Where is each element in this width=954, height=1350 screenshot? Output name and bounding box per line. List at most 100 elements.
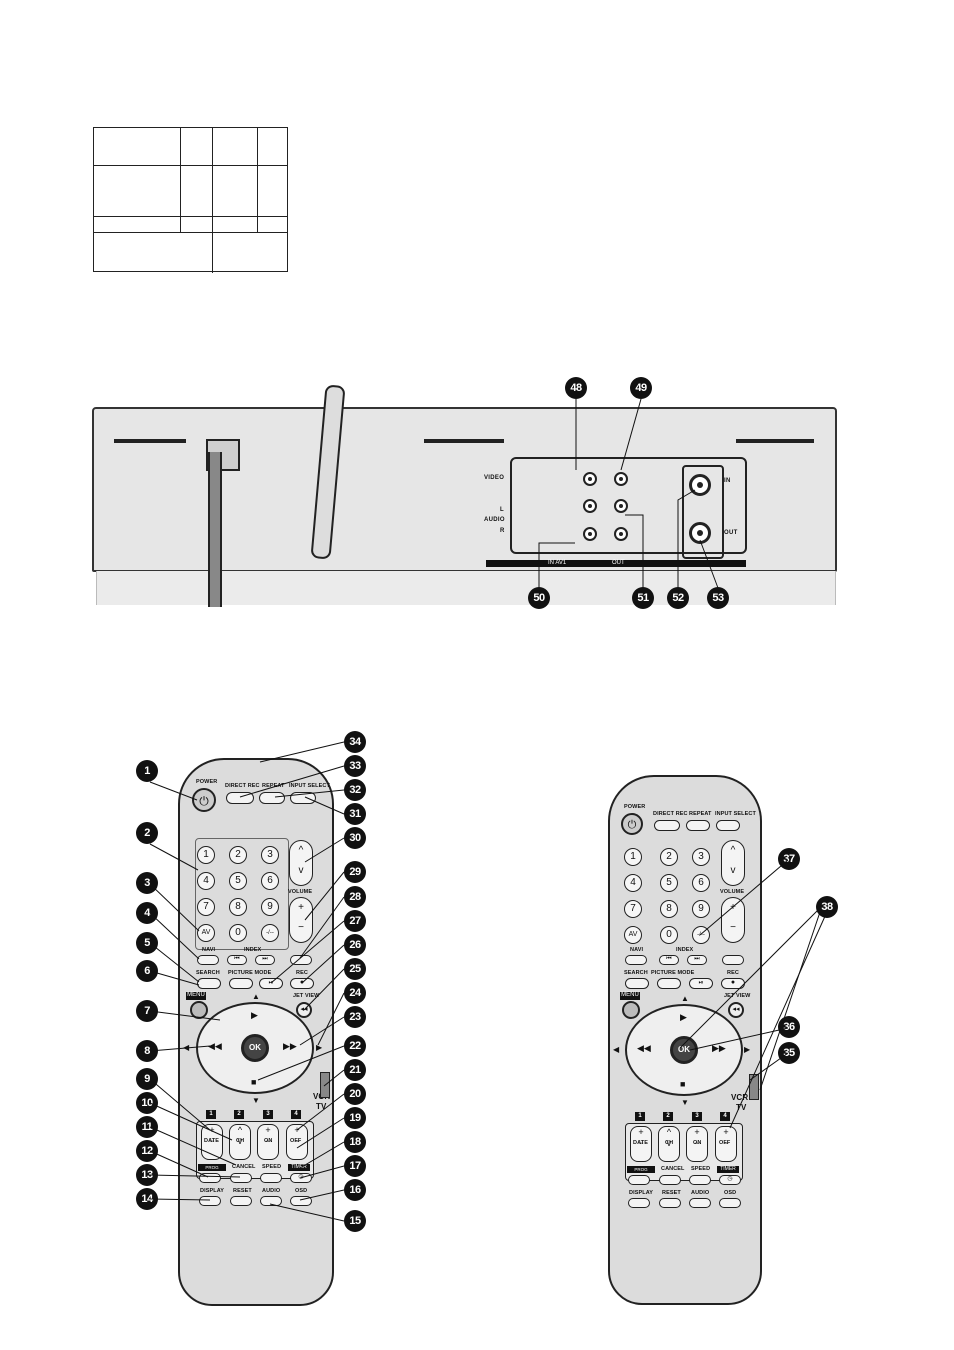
digit-6-button-r[interactable]: 6: [692, 874, 710, 892]
av-button-r[interactable]: AV: [624, 926, 642, 944]
up-arrow-icon-r[interactable]: ▲: [681, 994, 689, 1003]
index-prev-button[interactable]: ⏮: [227, 955, 247, 965]
fast-forward-icon-r[interactable]: ▶▶: [712, 1043, 726, 1053]
channel-updown-button[interactable]: ^v: [289, 840, 313, 886]
stop-icon-r[interactable]: ■: [680, 1079, 686, 1089]
digit-1-button-r[interactable]: 1: [624, 848, 642, 866]
video-out-jack[interactable]: [614, 472, 628, 486]
digit-8-button[interactable]: 8: [229, 898, 247, 916]
osd-button[interactable]: [290, 1196, 312, 1206]
speed-button[interactable]: [260, 1173, 282, 1183]
menu-button[interactable]: [190, 1001, 208, 1019]
repeat-button-r[interactable]: [686, 820, 710, 831]
cancel-button[interactable]: [230, 1173, 252, 1183]
search-button-r[interactable]: [625, 978, 649, 989]
digit-7-button[interactable]: 7: [197, 898, 215, 916]
timer-button-r[interactable]: ◷: [719, 1175, 741, 1185]
picture-mode-button[interactable]: [229, 978, 253, 989]
audio-l-in-jack[interactable]: [583, 499, 597, 513]
reset-button[interactable]: [230, 1196, 252, 1206]
right-arrow-icon[interactable]: ▶: [316, 1043, 323, 1052]
display-button-r[interactable]: [628, 1198, 650, 1208]
prog-check-button-r[interactable]: [628, 1175, 650, 1185]
off-button[interactable]: +−: [286, 1124, 308, 1160]
speed-button-r[interactable]: [689, 1175, 711, 1185]
audio-button[interactable]: [260, 1196, 282, 1206]
index-next-button-r[interactable]: ⏭: [687, 955, 707, 965]
fast-forward-icon[interactable]: ▶▶: [283, 1041, 297, 1051]
index-next-button[interactable]: ⏭: [255, 955, 275, 965]
right-arrow-icon-r[interactable]: ▶: [744, 1045, 751, 1054]
index-label: INDEX: [244, 947, 262, 953]
play-pause-button-r[interactable]: ⏯: [689, 978, 713, 989]
on-button-r[interactable]: +−: [686, 1126, 708, 1162]
audio-r-in-jack[interactable]: [583, 527, 597, 541]
audio-button-r[interactable]: [689, 1198, 711, 1208]
video-in-jack[interactable]: [583, 472, 597, 486]
rf-out-jack[interactable]: [689, 522, 711, 544]
digit-4-button-r[interactable]: 4: [624, 874, 642, 892]
dash-button[interactable]: -/--: [261, 924, 279, 942]
play-icon[interactable]: ▶: [251, 1010, 258, 1020]
digit-9-button[interactable]: 9: [261, 898, 279, 916]
digit-2-button-r[interactable]: 2: [660, 848, 678, 866]
osd-button-r[interactable]: [719, 1198, 741, 1208]
reset-button-r[interactable]: [659, 1198, 681, 1208]
digit-5-button-r[interactable]: 5: [660, 874, 678, 892]
digit-0-button-r[interactable]: 0: [660, 926, 678, 944]
digit-7-button-r[interactable]: 7: [624, 900, 642, 918]
play-icon-r[interactable]: ▶: [680, 1012, 687, 1022]
stop-icon[interactable]: ■: [251, 1077, 257, 1087]
digit-4-button[interactable]: 4: [197, 872, 215, 890]
navi-button[interactable]: [197, 955, 219, 965]
audio-r-out-jack[interactable]: [614, 527, 628, 541]
digit-5-button[interactable]: 5: [229, 872, 247, 890]
digit-8-button-r[interactable]: 8: [660, 900, 678, 918]
digit-3-button-r[interactable]: 3: [692, 848, 710, 866]
down-arrow-icon[interactable]: ▼: [252, 1096, 260, 1105]
digit-2-button[interactable]: 2: [229, 846, 247, 864]
direct-rec-button-r[interactable]: [654, 820, 680, 831]
digit-0-button[interactable]: 0: [229, 924, 247, 942]
digit-1-button[interactable]: 1: [197, 846, 215, 864]
ch-button[interactable]: ^v: [229, 1124, 251, 1160]
callout-14: 14: [136, 1188, 158, 1210]
blank-button[interactable]: [290, 955, 312, 965]
input-select-button-r[interactable]: [716, 820, 740, 831]
audio-l-out-jack[interactable]: [614, 499, 628, 513]
date-button-r[interactable]: +−: [630, 1126, 652, 1162]
osd-label: OSD: [295, 1188, 308, 1194]
off-button-r[interactable]: +−: [715, 1126, 737, 1162]
power-button[interactable]: ⏻: [192, 788, 216, 812]
repeat-button[interactable]: [259, 792, 285, 804]
navi-button-r[interactable]: [625, 955, 647, 965]
volume-button[interactable]: +−: [289, 897, 313, 943]
digit-6-button[interactable]: 6: [261, 872, 279, 890]
rf-in-jack[interactable]: [689, 474, 711, 496]
channel-updown-button-r[interactable]: ^v: [721, 840, 745, 886]
jet-view-button-r[interactable]: ◂◂: [728, 1002, 744, 1018]
picture-mode-button-r[interactable]: [657, 978, 681, 989]
down-arrow-icon-r[interactable]: ▼: [681, 1098, 689, 1107]
digit-3-button[interactable]: 3: [261, 846, 279, 864]
rewind-icon[interactable]: ◀◀: [208, 1041, 222, 1051]
av-button[interactable]: AV: [197, 924, 215, 942]
volume-button-r[interactable]: +−: [721, 897, 745, 943]
digit-9-button-r[interactable]: 9: [692, 900, 710, 918]
left-arrow-icon-r[interactable]: ◀: [613, 1045, 620, 1054]
prog-check-button[interactable]: [199, 1173, 221, 1183]
callout-31: 31: [344, 803, 366, 825]
ch-button-r[interactable]: ^v: [658, 1126, 680, 1162]
index-prev-button-r[interactable]: ⏮: [659, 955, 679, 965]
on-button[interactable]: +−: [257, 1124, 279, 1160]
blank-button-r[interactable]: [722, 955, 744, 965]
ok-button[interactable]: OK: [241, 1034, 269, 1062]
ok-button-r[interactable]: OK: [670, 1036, 698, 1064]
power-button-r[interactable]: ⏻: [621, 813, 643, 835]
display-button[interactable]: [199, 1196, 221, 1206]
search-button[interactable]: [197, 978, 221, 989]
rewind-icon-r[interactable]: ◀◀: [637, 1043, 651, 1053]
cancel-button-r[interactable]: [659, 1175, 681, 1185]
menu-button-r[interactable]: [622, 1001, 640, 1019]
up-arrow-icon[interactable]: ▲: [252, 992, 260, 1001]
